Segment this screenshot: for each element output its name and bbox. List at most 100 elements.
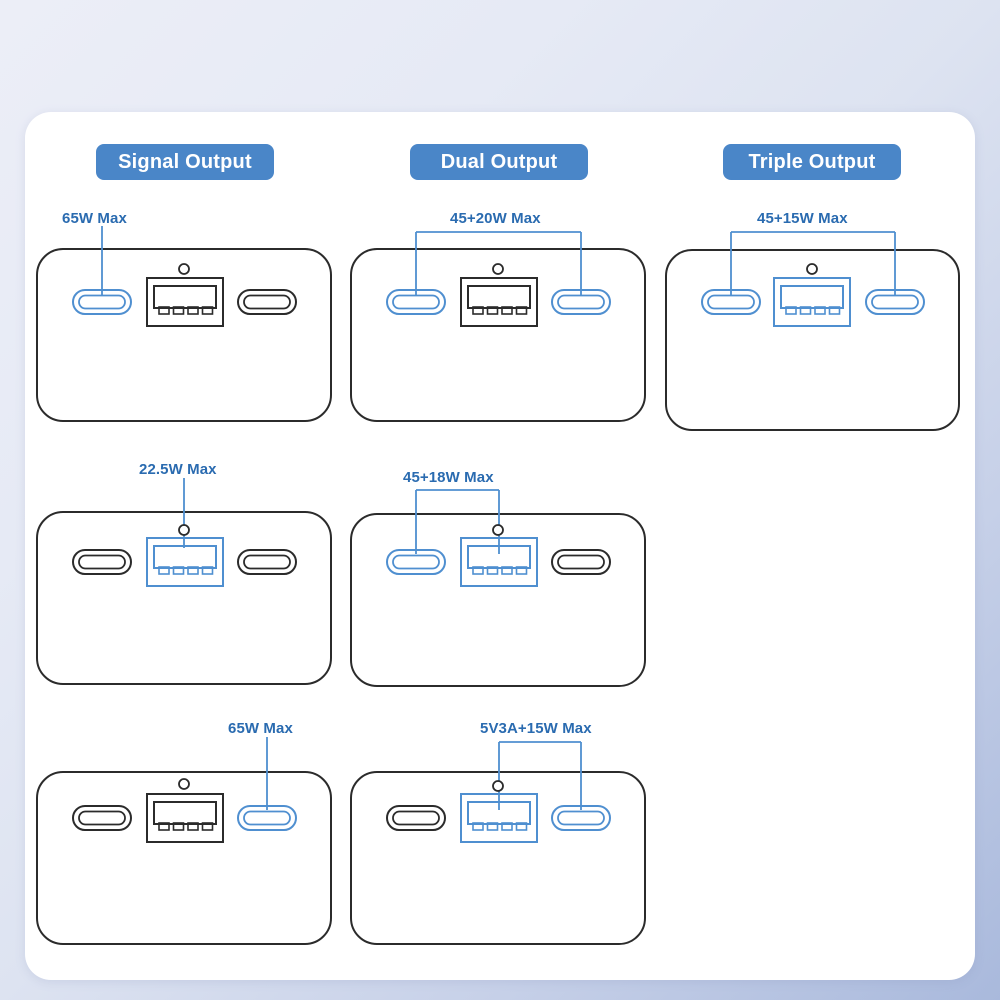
usb-c-port-outer [72,805,132,831]
section-badge-dual-output[interactable]: Dual Output [410,144,588,180]
usb-c-port-inner [78,294,126,310]
usb-a-pin-tab [201,566,214,575]
port-usb-a-highlighted[interactable] [773,277,851,327]
port-usb-c[interactable] [237,289,297,315]
usb-a-port-body [146,277,224,327]
usb-c-port-inner [243,554,291,570]
usb-a-pin-tab [515,822,528,831]
usb-c-port-outer [701,289,761,315]
usb-c-port-outer [386,289,446,315]
usb-c-port-inner [78,554,126,570]
usb-a-port-tongue [153,285,217,309]
usb-c-port-outer [237,805,297,831]
port-usb-a-highlighted[interactable] [460,537,538,587]
port-usb-a-highlighted[interactable] [146,537,224,587]
port-usb-c[interactable] [386,805,446,831]
usb-a-port-tongue [467,545,531,569]
usb-a-pin-tab [472,306,484,315]
usb-a-pin-tab [486,566,499,575]
wattage-label-dual-output-usbc-pair: 45+20W Max [450,210,541,227]
usb-c-port-inner [392,554,440,570]
usb-a-pin-tab [158,306,170,315]
usb-c-port-outer [865,289,925,315]
usb-a-port-tongue [467,285,531,309]
wattage-label-triple-output-all: 45+15W Max [757,210,848,227]
usb-a-port-body [773,277,851,327]
usb-c-port-inner [557,554,605,570]
usb-c-port-outer [237,549,297,575]
usb-c-port-inner [243,810,291,826]
usb-a-pin-tab [799,306,812,315]
wattage-label-dual-output-usba-usbc: 5V3A+15W Max [480,720,592,737]
usb-a-pin-tab [486,306,499,315]
usb-a-port-body [146,537,224,587]
usb-c-port-inner [392,810,440,826]
port-usb-a[interactable] [146,793,224,843]
usb-a-port-body [460,793,538,843]
usb-c-port-outer [551,549,611,575]
usb-c-port-outer [72,549,132,575]
usb-a-pin-tab [187,566,199,575]
port-usb-a[interactable] [460,277,538,327]
usb-a-pin-tab [515,566,528,575]
usb-a-pin-tab [501,306,513,315]
usb-a-port-body [146,793,224,843]
usb-c-port-inner [243,294,291,310]
wattage-label-signal-output-usba: 22.5W Max [139,461,217,478]
usb-c-port-inner [78,810,126,826]
wattage-label-dual-output-usbc-usba: 45+18W Max [403,469,494,486]
section-badge-signal-output[interactable]: Signal Output [96,144,274,180]
section-badge-triple-output[interactable]: Triple Output [723,144,901,180]
usb-a-pin-tab [201,822,214,831]
usb-c-port-outer [386,805,446,831]
usb-a-port-tongue [153,545,217,569]
usb-a-pin-tab [172,566,185,575]
usb-a-pin-tab [187,306,199,315]
usb-a-pin-tab [828,306,841,315]
wattage-label-signal-output-usbc-left: 65W Max [62,210,127,227]
port-usb-c-highlighted[interactable] [701,289,761,315]
usb-c-port-inner [871,294,919,310]
port-usb-c[interactable] [72,549,132,575]
usb-c-port-inner [557,294,605,310]
usb-a-pin-tab [814,306,826,315]
port-usb-c-highlighted[interactable] [237,805,297,831]
port-usb-c-highlighted[interactable] [865,289,925,315]
port-usb-c-highlighted[interactable] [551,805,611,831]
wattage-label-signal-output-usbc-right: 65W Max [228,720,293,737]
usb-a-pin-tab [472,566,484,575]
usb-c-port-inner [557,810,605,826]
usb-c-port-outer [386,549,446,575]
usb-a-pin-tab [172,306,185,315]
usb-a-pin-tab [172,822,185,831]
usb-a-pin-tab [201,306,214,315]
port-usb-c-highlighted[interactable] [72,289,132,315]
usb-a-port-body [460,537,538,587]
port-usb-c-highlighted[interactable] [386,549,446,575]
usb-a-port-tongue [153,801,217,825]
port-usb-a-highlighted[interactable] [460,793,538,843]
usb-a-port-body [460,277,538,327]
port-usb-c[interactable] [551,549,611,575]
usb-c-port-outer [551,289,611,315]
port-usb-c[interactable] [72,805,132,831]
usb-c-port-inner [392,294,440,310]
usb-c-port-outer [72,289,132,315]
usb-a-pin-tab [158,822,170,831]
usb-a-pin-tab [158,566,170,575]
usb-a-port-tongue [780,285,844,309]
usb-a-pin-tab [472,822,484,831]
port-usb-c[interactable] [237,549,297,575]
usb-a-pin-tab [501,566,513,575]
usb-a-port-tongue [467,801,531,825]
port-usb-a[interactable] [146,277,224,327]
port-usb-c-highlighted[interactable] [386,289,446,315]
usb-a-pin-tab [486,822,499,831]
usb-a-pin-tab [501,822,513,831]
usb-c-port-outer [237,289,297,315]
usb-a-pin-tab [187,822,199,831]
port-usb-c-highlighted[interactable] [551,289,611,315]
usb-c-port-outer [551,805,611,831]
usb-a-pin-tab [515,306,528,315]
